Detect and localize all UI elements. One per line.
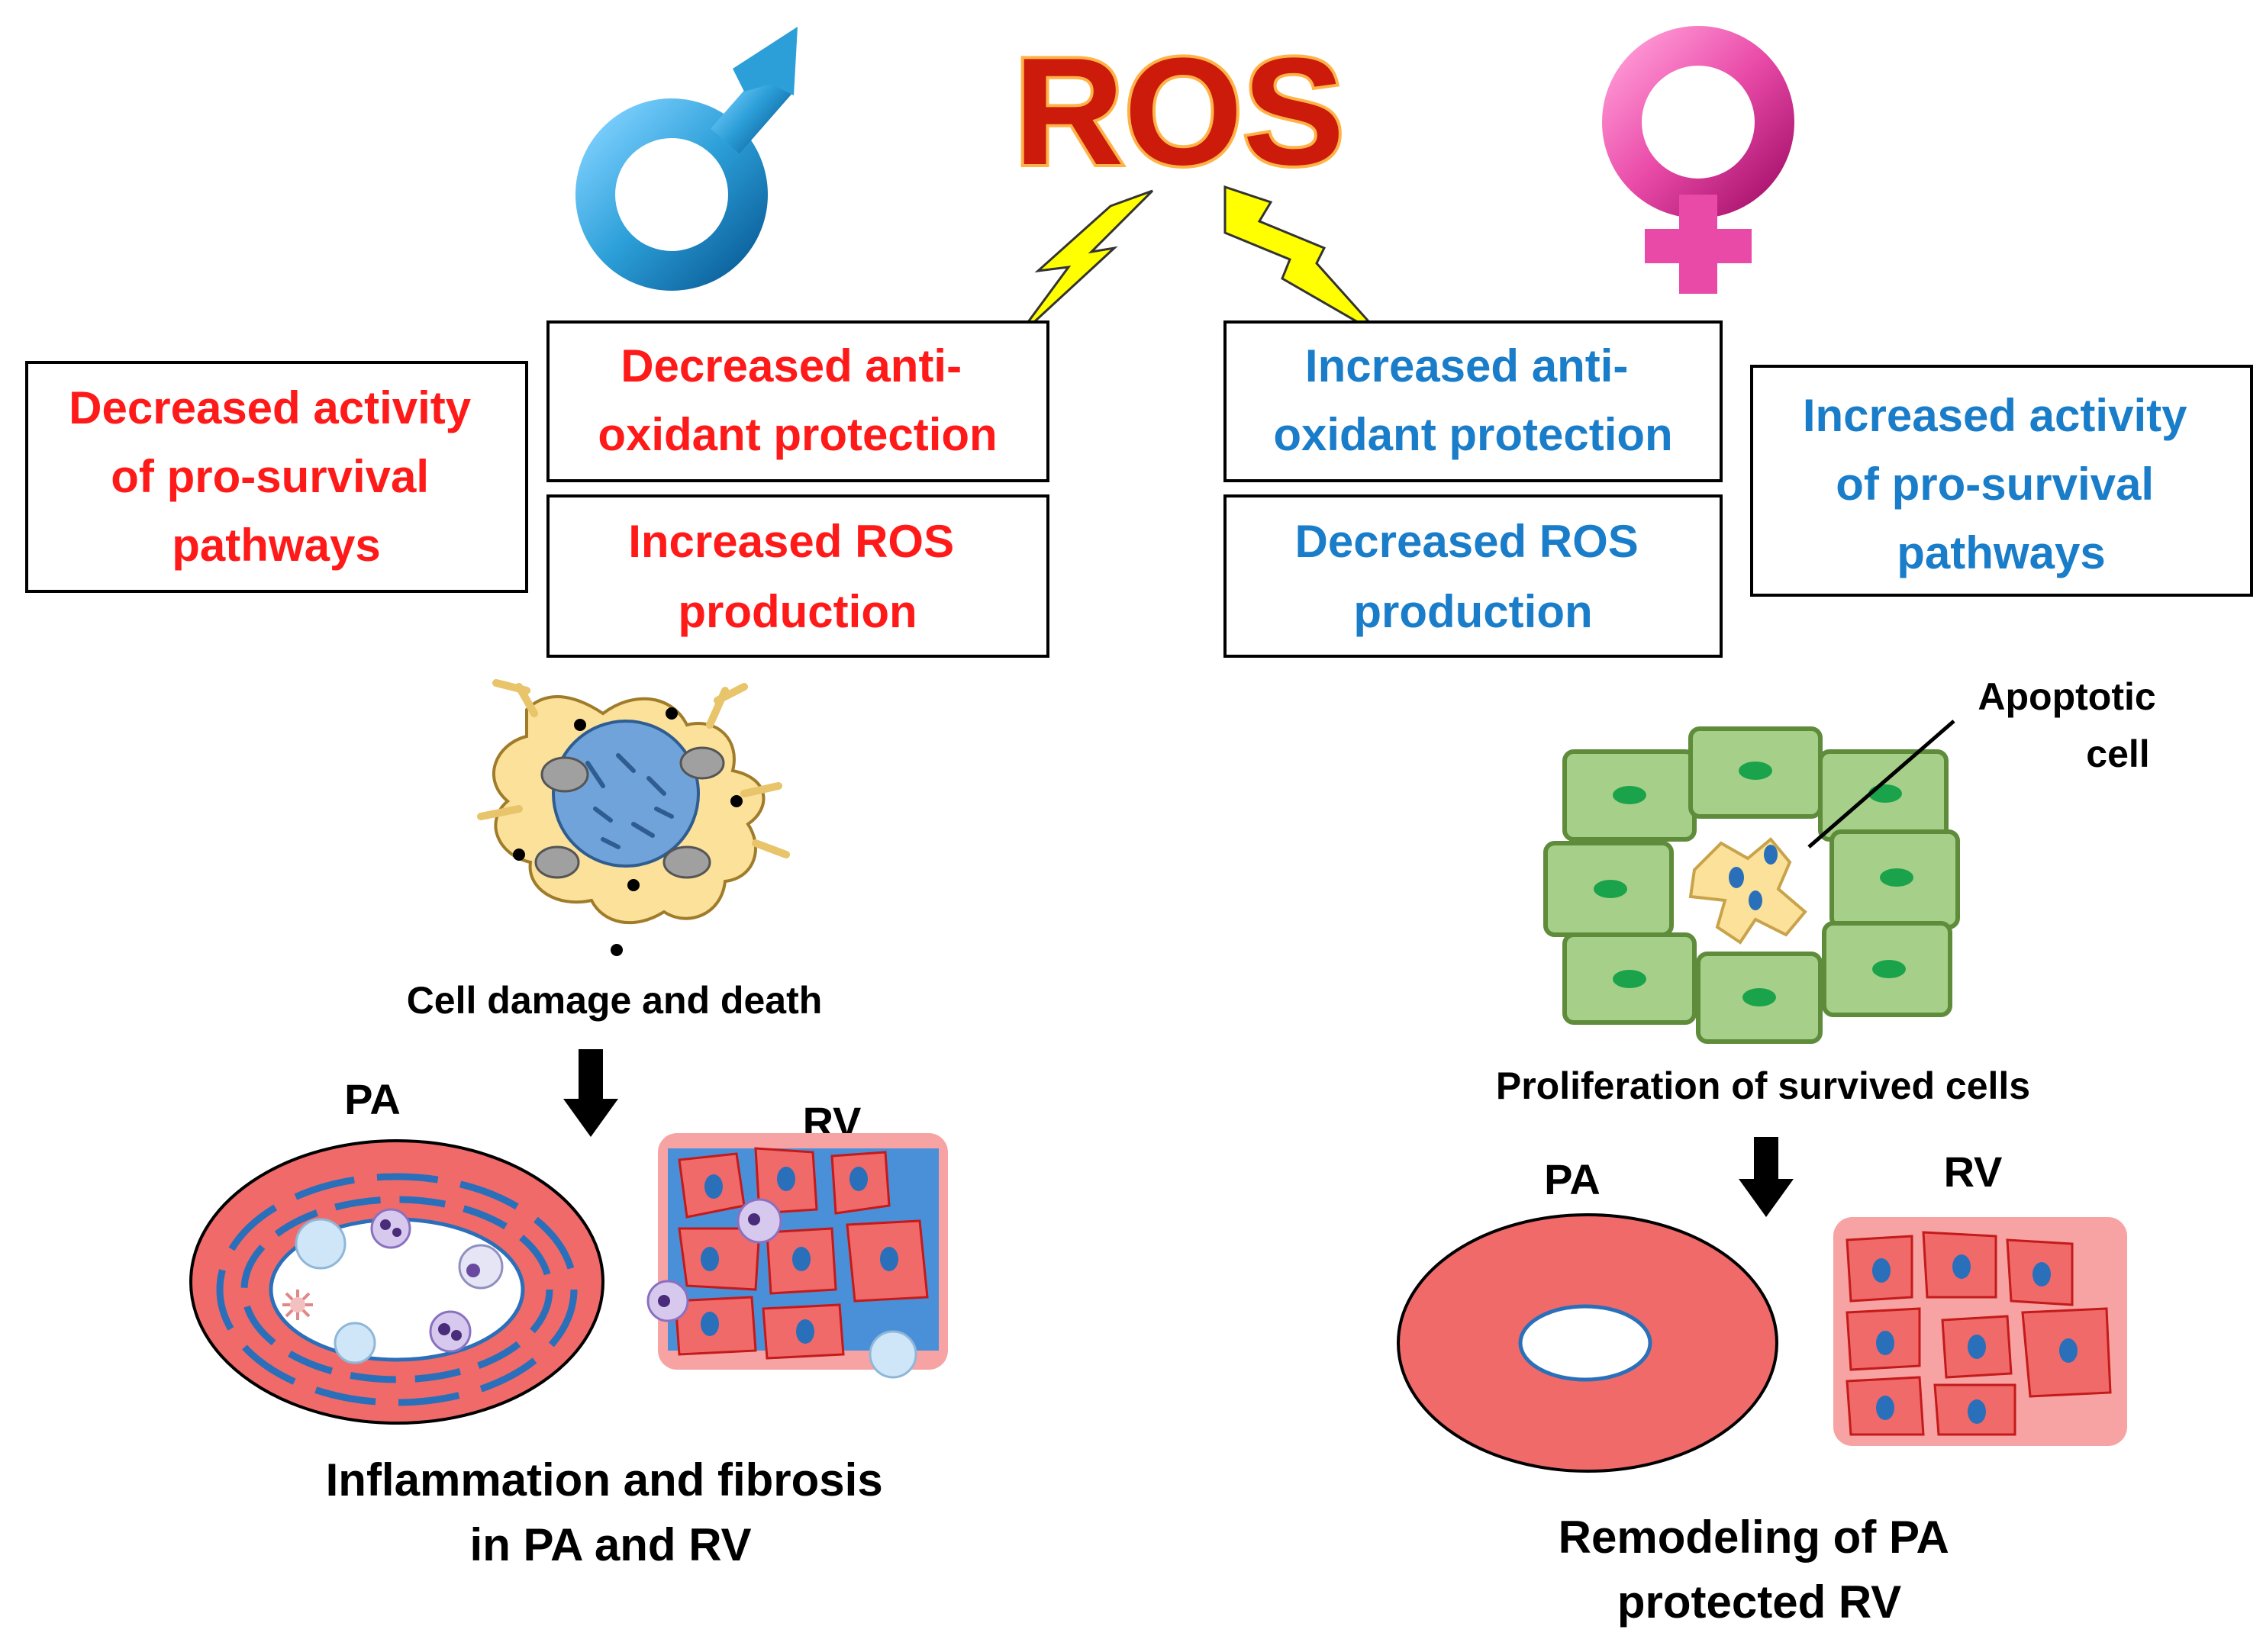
male-antioxidant-box: Decreased anti- oxidant protection	[546, 320, 1049, 482]
damaged-cell-illustration	[477, 679, 790, 956]
lightning-bolt-left-icon	[1014, 189, 1154, 341]
svg-text:Decreased ROS production: Decreased ROS production	[1295, 516, 1652, 637]
female-antioxidant-line: oxidant protection	[1273, 409, 1672, 460]
svg-text:Decreased anti- oxidant: Decreased anti- oxidant protection	[598, 340, 997, 460]
female-rv-label: RV	[1944, 1148, 2003, 1196]
female-pathways-line: of pro-survival	[1836, 459, 2154, 510]
female-ros-box: Decreased ROS production	[1223, 494, 1723, 658]
male-outcome-line: Inflammation and fibrosis	[326, 1454, 883, 1505]
female-pa-label: PA	[1544, 1155, 1601, 1203]
female-pathways-box: Increased activity of pro-survival pathw…	[1750, 365, 2253, 597]
female-symbol-icon	[1602, 26, 1794, 294]
male-ros-box: Increased ROS production	[546, 494, 1049, 658]
apoptotic-label-line: Apoptotic	[1978, 675, 2155, 718]
male-ros-line: production	[678, 586, 917, 637]
male-rv-fibrotic-tissue	[646, 1133, 948, 1379]
male-pa-label: PA	[344, 1075, 401, 1123]
lightning-bolt-right-icon	[1223, 185, 1383, 337]
female-ros-line: production	[1353, 586, 1592, 637]
female-outcome-line: Remodeling of PA	[1559, 1512, 1949, 1563]
female-antioxidant-line: Increased anti-	[1305, 340, 1629, 391]
male-pathways-line: of pro-survival	[111, 451, 429, 502]
proliferating-cell-cluster	[1543, 726, 1960, 1044]
male-symbol-icon	[575, 27, 798, 291]
male-ros-line: Increased ROS	[628, 516, 954, 567]
male-outcome-line: in PA and RV	[470, 1519, 752, 1570]
male-down-arrow-icon	[563, 1049, 618, 1137]
apoptotic-pointer-line	[1807, 720, 1955, 849]
svg-text:Decreased activity of pr: Decreased activity of pro-survival pathw…	[69, 382, 484, 571]
male-antioxidant-line: oxidant protection	[598, 409, 997, 460]
female-pathways-line: Increased activity	[1803, 390, 2187, 441]
male-pathways-line: pathways	[172, 520, 380, 571]
female-pa-remodeled-vessel	[1397, 1213, 1778, 1473]
female-pathways-line: pathways	[1897, 527, 2105, 578]
ros-title: ROS	[1014, 27, 1344, 197]
svg-text:Increased anti- oxidant: Increased anti- oxidant protection	[1273, 340, 1672, 460]
female-rv-healthy-tissue	[1833, 1217, 2127, 1446]
female-antioxidant-box: Increased anti- oxidant protection	[1223, 320, 1723, 482]
svg-text:Remodeling of PA protected: Remodeling of PA protected RV	[1559, 1512, 1961, 1628]
apoptotic-label-line: cell	[2086, 733, 2149, 775]
svg-text:Increased ROS production: Increased ROS production	[628, 516, 967, 637]
male-antioxidant-line: Decreased anti-	[621, 340, 962, 391]
female-down-arrow-icon	[1739, 1137, 1794, 1217]
svg-text:Inflammation and fibrosis: Inflammation and fibrosis in PA and RV	[326, 1454, 896, 1570]
male-pa-inflamed-vessel	[189, 1139, 604, 1425]
male-pathways-box: Decreased activity of pro-survival pathw…	[25, 361, 528, 593]
svg-text:Apoptotic cell: Apoptotic cell	[1978, 675, 2166, 775]
male-pathways-line: Decreased activity	[69, 382, 472, 433]
female-cell-caption: Proliferation of survived cells	[1496, 1064, 2030, 1107]
female-ros-line: Decreased ROS	[1295, 516, 1639, 567]
svg-text:Increased activity of pr: Increased activity of pro-survival pathw…	[1803, 390, 2200, 578]
male-cell-caption: Cell damage and death	[407, 979, 823, 1022]
female-outcome-line: protected RV	[1617, 1576, 1901, 1628]
